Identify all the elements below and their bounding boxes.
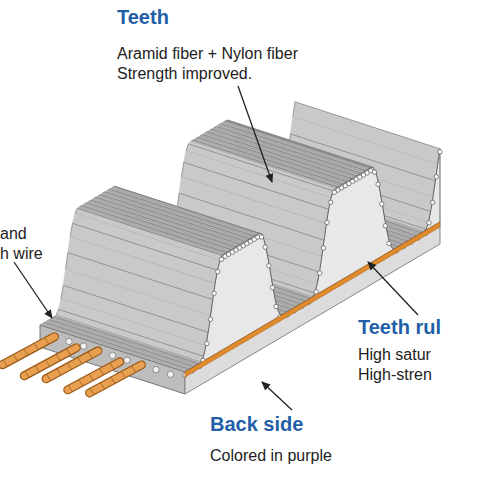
cord-twist bbox=[25, 371, 29, 377]
teeth-profile-face bbox=[185, 149, 440, 372]
cord-twist bbox=[68, 385, 72, 391]
tension-layer bbox=[185, 222, 440, 377]
cord-hole bbox=[167, 371, 173, 377]
tension-cord bbox=[3, 337, 55, 365]
cord-twist bbox=[110, 363, 114, 369]
fabric-dot bbox=[321, 246, 325, 250]
leader-lines bbox=[14, 86, 418, 410]
fabric-dot bbox=[380, 202, 384, 206]
cord-outline bbox=[3, 337, 55, 365]
teeth-surface bbox=[40, 102, 440, 372]
fabric-dot bbox=[431, 200, 435, 204]
fabric-dot bbox=[329, 200, 333, 204]
fabric-dot bbox=[314, 290, 318, 294]
cord-hole bbox=[153, 366, 159, 372]
cord-twist bbox=[3, 360, 7, 366]
cord-twist bbox=[100, 369, 104, 375]
cord-twist bbox=[14, 355, 18, 361]
part-note: Aramid fiber + Nylon fiber bbox=[117, 44, 298, 63]
fabric-dot bbox=[383, 224, 387, 228]
leader-line bbox=[238, 86, 272, 182]
cord-twist bbox=[89, 374, 93, 380]
cord-twist bbox=[35, 366, 39, 372]
part-note: High satur bbox=[358, 345, 431, 364]
cord-twist bbox=[66, 349, 70, 355]
part-note: Strength improved. bbox=[117, 64, 252, 83]
fabric-dot bbox=[259, 235, 263, 239]
fabric-dot bbox=[372, 170, 376, 174]
fabric-dot bbox=[387, 241, 391, 245]
part-heading: Back side bbox=[210, 413, 303, 436]
fabric-dot bbox=[205, 341, 209, 345]
fabric-dot bbox=[212, 291, 216, 295]
part-heading: Teeth bbox=[117, 6, 169, 29]
fabric-dot bbox=[376, 182, 380, 186]
cord-twist bbox=[101, 383, 105, 389]
cord-twist bbox=[79, 380, 83, 386]
fabric-dot bbox=[325, 220, 329, 224]
cord-twist bbox=[34, 344, 38, 350]
part-note: h wire bbox=[0, 244, 43, 263]
cord-twist bbox=[46, 360, 50, 366]
cord-twist bbox=[132, 366, 136, 372]
part-note: Colored in purple bbox=[210, 446, 332, 465]
leader-line bbox=[368, 262, 418, 315]
leader-line bbox=[14, 262, 52, 318]
belt-body bbox=[3, 149, 443, 395]
fabric-dot bbox=[427, 221, 431, 225]
fabric-dot bbox=[318, 271, 322, 275]
cord-hole bbox=[80, 343, 86, 349]
cord-twist bbox=[57, 369, 61, 375]
cord-hole bbox=[66, 338, 72, 344]
cord-twist bbox=[88, 352, 92, 358]
leader-line bbox=[262, 382, 292, 410]
fabric-dot bbox=[216, 269, 220, 273]
fabric-dot bbox=[274, 304, 278, 308]
cord-twist bbox=[67, 363, 71, 369]
fabric-dot bbox=[263, 245, 267, 249]
cord-hole bbox=[109, 352, 115, 358]
cord-twist bbox=[56, 355, 60, 361]
part-note: and bbox=[0, 224, 27, 243]
cord-twist bbox=[47, 374, 51, 380]
fabric-dot bbox=[208, 317, 212, 321]
cord-twist bbox=[90, 389, 94, 395]
cord-twist bbox=[24, 349, 28, 355]
cord-hole bbox=[124, 357, 130, 363]
part-heading: Teeth rul bbox=[358, 316, 441, 339]
fabric-dot bbox=[438, 150, 442, 154]
part-note: High-stren bbox=[358, 365, 432, 384]
cord-twist bbox=[121, 372, 125, 378]
cord-twist bbox=[45, 338, 49, 344]
fabric-dot bbox=[270, 285, 274, 289]
cord-twist bbox=[111, 377, 115, 383]
fabric-dot bbox=[434, 175, 438, 179]
cord-twist bbox=[78, 358, 82, 364]
fabric-dot bbox=[267, 264, 271, 268]
